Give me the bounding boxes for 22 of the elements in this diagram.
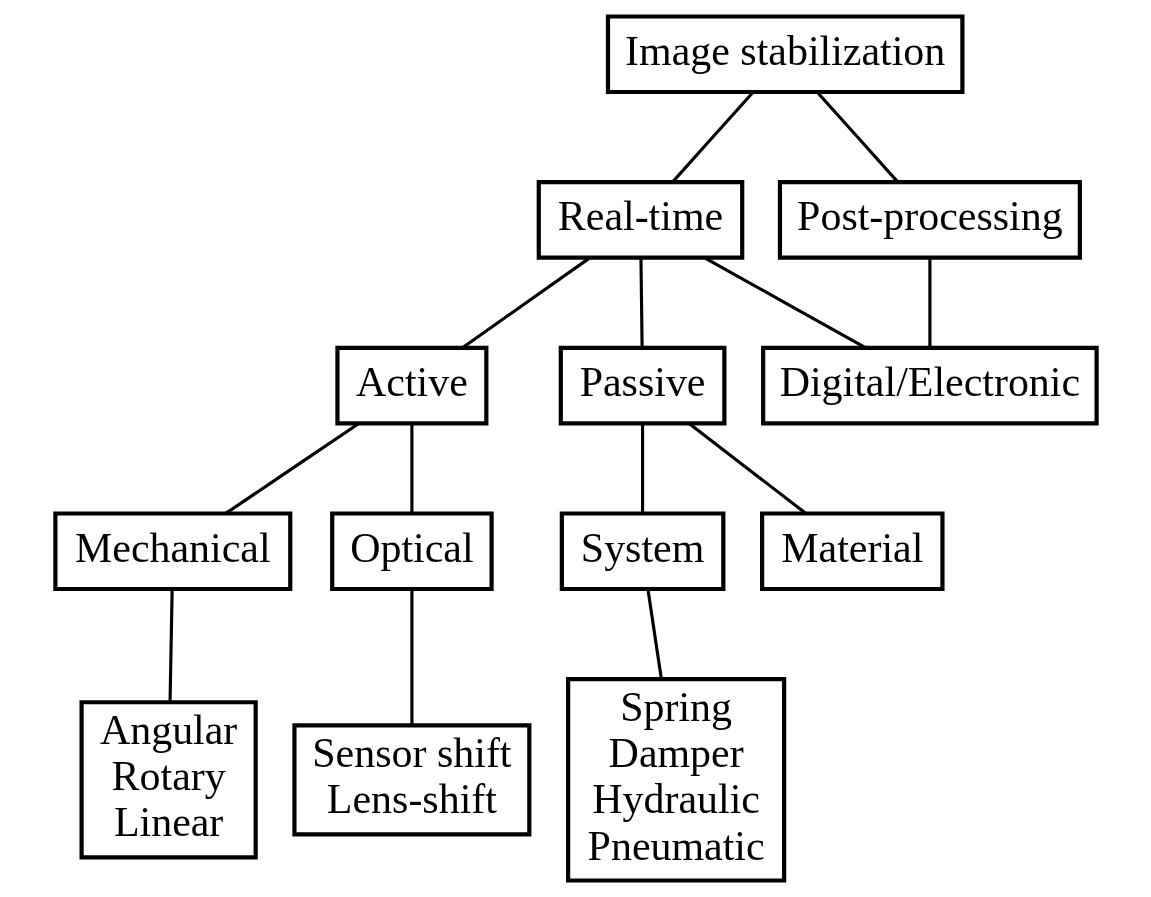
node-box: Mechanical: [52, 511, 292, 592]
connector: [687, 422, 807, 515]
connector: [224, 422, 360, 515]
connector: [927, 257, 931, 348]
node-box: Post-processing: [777, 180, 1082, 260]
connector: [168, 589, 174, 702]
node-box: Sensor shift Lens-shift: [291, 723, 531, 837]
node-box: Material: [759, 511, 945, 592]
node-box: Image stabilization: [605, 14, 964, 95]
node-box: System: [559, 511, 725, 592]
node-box: Spring Damper Hydraulic Pneumatic: [565, 677, 786, 883]
node-box: Digital/Electronic: [760, 345, 1099, 426]
connector: [409, 423, 413, 514]
node-box: Angular Rotary Linear: [79, 700, 258, 860]
connector: [409, 589, 413, 726]
connector: [640, 423, 644, 514]
connector: [638, 257, 644, 348]
node-box: Passive: [558, 345, 726, 426]
node-box: Real-time: [536, 180, 744, 260]
node-box: Active: [334, 345, 488, 426]
node-box: Optical: [329, 511, 494, 592]
connector: [645, 589, 663, 680]
